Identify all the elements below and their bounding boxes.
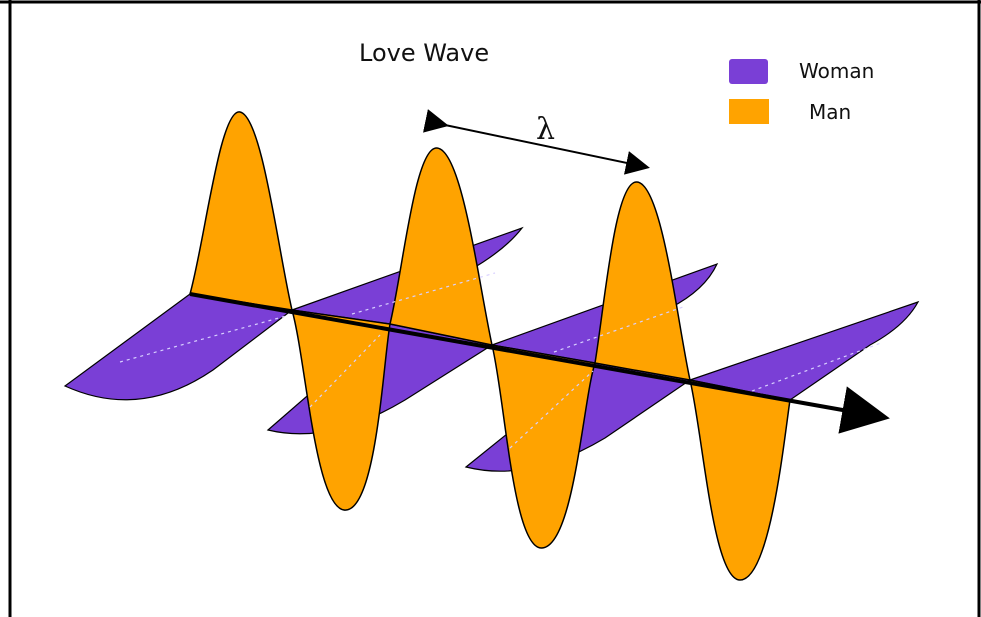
man-wave-lobe-6: [689, 379, 791, 581]
man-wave: [189, 111, 791, 581]
highlight-3: [509, 370, 594, 449]
man-wave-lobe-2: [290, 309, 391, 511]
legend: Woman Man: [729, 59, 874, 124]
woman-wave-lobe-1: [63, 293, 294, 401]
highlight-2: [309, 334, 381, 408]
highlight-5: [553, 306, 684, 353]
wavelength-label: λ: [536, 112, 555, 147]
man-wave-lobe-3: [389, 147, 493, 346]
man-wave-lobe-4: [490, 344, 596, 549]
woman-wave-lobe-6: [687, 300, 920, 401]
legend-swatch-woman: [729, 59, 768, 84]
propagation-axis: [189, 292, 890, 434]
legend-label-woman: Woman: [799, 59, 874, 83]
legend-label-man: Man: [809, 100, 851, 124]
wavelength-marker: λ: [422, 109, 650, 175]
diagram-title: Love Wave: [359, 39, 489, 67]
man-wave-lobe-5: [594, 181, 691, 381]
man-wave-lobe-1: [189, 111, 293, 311]
wavelength-arrow: [422, 109, 650, 175]
legend-swatch-man: [729, 99, 769, 124]
highlight-1: [119, 315, 287, 363]
woman-wave-highlights: [119, 272, 882, 449]
highlight-6: [751, 342, 882, 392]
